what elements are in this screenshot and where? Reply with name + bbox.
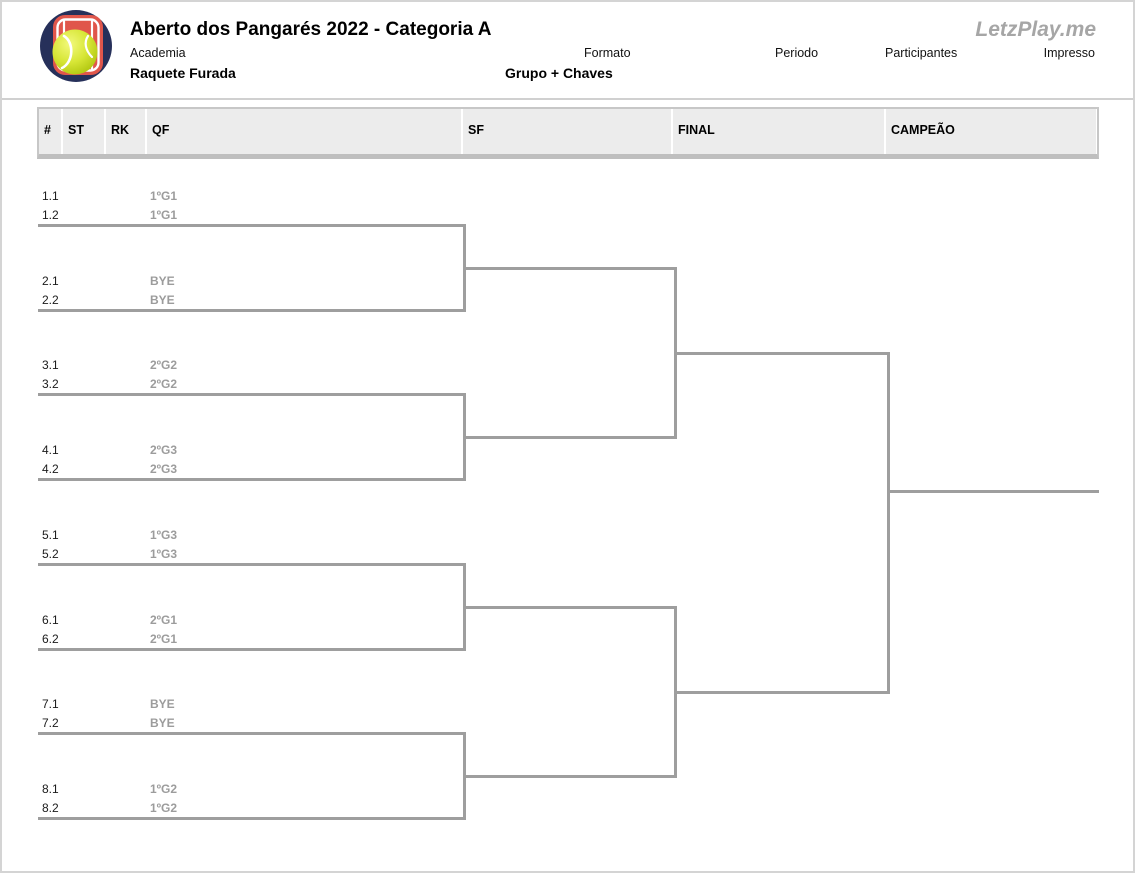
- seed-number: 7.1: [42, 697, 59, 711]
- seed-number: 8.1: [42, 782, 59, 796]
- slot-label: 2ºG3: [150, 443, 178, 457]
- column-header-final: FINAL: [673, 109, 884, 154]
- column-header-rk: RK: [106, 109, 145, 154]
- field-label-periodo: Periodo: [775, 46, 819, 60]
- final-connector: [674, 691, 890, 694]
- qf-slot-underline: [38, 478, 466, 481]
- field-label-impresso: Impresso: [1043, 46, 1095, 60]
- field-label-participantes: Participantes: [885, 46, 958, 60]
- slot-label: 1ºG2: [150, 801, 178, 815]
- slot-label: BYE: [150, 274, 175, 288]
- slot-label: 1ºG3: [150, 547, 178, 561]
- slot-label: BYE: [150, 293, 175, 307]
- letzplay-logo: [40, 10, 112, 82]
- column-header-campeao: CAMPEÃO: [886, 109, 1096, 154]
- final-connector: [674, 352, 890, 355]
- seed-number: 6.1: [42, 613, 59, 627]
- final-join-vertical: [887, 352, 890, 694]
- seed-number: 5.2: [42, 547, 59, 561]
- qf-slot-underline: [38, 732, 466, 735]
- seed-number: 5.1: [42, 528, 59, 542]
- page-title: Aberto dos Pangarés 2022 - Categoria A: [130, 19, 492, 40]
- sf-connector: [463, 606, 677, 609]
- slot-label: BYE: [150, 697, 175, 711]
- champion-line: [887, 490, 1099, 493]
- column-header-qf: QF: [147, 109, 461, 154]
- slot-label: 2ºG1: [150, 632, 178, 646]
- brand-link[interactable]: LetzPlay.me: [975, 18, 1096, 41]
- seed-number: 4.2: [42, 462, 59, 476]
- sf-connector: [463, 775, 677, 778]
- field-label-academia: Academia: [130, 46, 186, 60]
- header-divider: [2, 98, 1133, 100]
- seed-number: 2.2: [42, 293, 59, 307]
- sf-connector: [463, 267, 677, 270]
- sf-connector: [463, 436, 677, 439]
- qf-slot-underline: [38, 817, 466, 820]
- seed-number: 1.2: [42, 208, 59, 222]
- seed-number: 3.2: [42, 377, 59, 391]
- slot-label: 1ºG1: [150, 208, 178, 222]
- seed-number: 2.1: [42, 274, 59, 288]
- column-header-st: ST: [63, 109, 104, 154]
- seed-number: 6.2: [42, 632, 59, 646]
- field-value-formato: Grupo + Chaves: [505, 65, 613, 81]
- slot-label: 1ºG1: [150, 189, 178, 203]
- qf-slot-underline: [38, 224, 466, 227]
- slot-label: 2ºG3: [150, 462, 178, 476]
- qf-slot-underline: [38, 393, 466, 396]
- slot-label: 1ºG3: [150, 528, 178, 542]
- field-label-formato: Formato: [584, 46, 631, 60]
- seed-number: 7.2: [42, 716, 59, 730]
- slot-label: 2ºG2: [150, 358, 178, 372]
- column-header-num: #: [39, 109, 61, 154]
- column-header-sf: SF: [463, 109, 671, 154]
- qf-slot-underline: [38, 309, 466, 312]
- qf-slot-underline: [38, 648, 466, 651]
- slot-label: 1ºG2: [150, 782, 178, 796]
- field-value-academia: Raquete Furada: [130, 65, 236, 81]
- seed-number: 8.2: [42, 801, 59, 815]
- qf-slot-underline: [38, 563, 466, 566]
- slot-label: BYE: [150, 716, 175, 730]
- seed-number: 3.1: [42, 358, 59, 372]
- seed-number: 4.1: [42, 443, 59, 457]
- slot-label: 2ºG2: [150, 377, 178, 391]
- seed-number: 1.1: [42, 189, 59, 203]
- slot-label: 2ºG1: [150, 613, 178, 627]
